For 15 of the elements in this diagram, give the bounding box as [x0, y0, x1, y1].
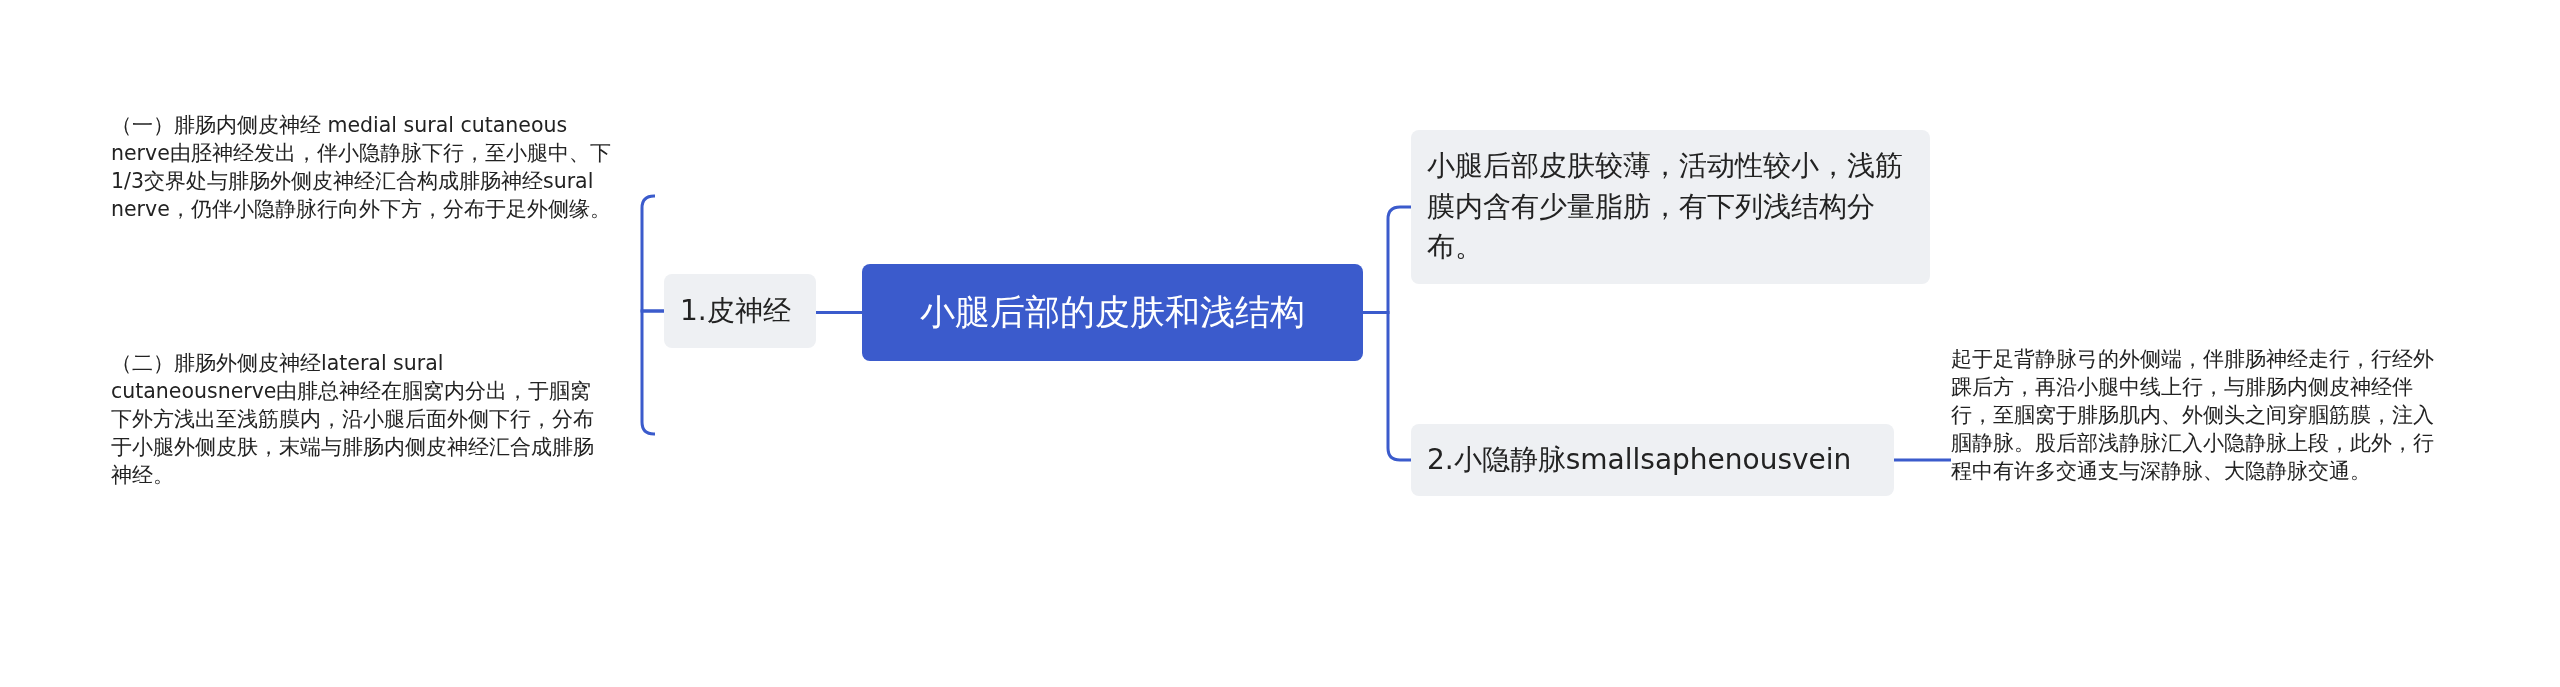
topic-text: 小腿后部皮肤较薄，活动性较小，浅筋膜内含有少量脂肪，有下列浅结构分布。 — [1427, 148, 1904, 266]
connector-line — [1363, 311, 1411, 462]
topic-text: 1.皮神经 — [680, 292, 791, 329]
connector-line — [1894, 458, 1951, 462]
topic-box — [1411, 424, 1894, 496]
topic-text: 2.小隐静脉smallsaphenousvein — [1427, 441, 1852, 478]
central-topic-text: 小腿后部的皮肤和浅结构 — [920, 291, 1305, 334]
topic-box — [1411, 130, 1930, 284]
central-topic-box — [862, 264, 1363, 361]
note-text: （一）腓肠内侧皮神经 medial sural cutaneous nerve由胫神经发出，伴小隐静脉下行，至小腿中、下1/3交界处与腓肠外侧皮神经汇合构成腓肠神经sural nerve，仍伴小隐静脉行向外下方，分布于足外侧缘。 — [111, 112, 659, 282]
connector-line — [640, 309, 664, 436]
topic-box — [664, 274, 816, 348]
note-text: （二）腓肠外侧皮神经lateral sural cutaneousnerve由腓总神经在腘窝内分出，于腘窝下外方浅出至浅筋膜内，沿小腿后面外侧下行，分布于小腿外侧皮肤，末端与腓肠内侧皮神经汇合成腓肠神经。 — [111, 350, 659, 520]
connector-line — [816, 311, 862, 314]
note-text: 起于足背静脉弓的外侧端，伴腓肠神经走行，行经外踝后方，再沿小腿中线上行，与腓肠内侧皮神经伴行，至腘窝于腓肠肌内、外侧头之间穿腘筋膜，注入腘静脉。股后部浅静脉汇入小隐静脉上段，此外，行程中有许多交通支与深静脉、大隐静脉交通。 — [1951, 346, 2451, 578]
